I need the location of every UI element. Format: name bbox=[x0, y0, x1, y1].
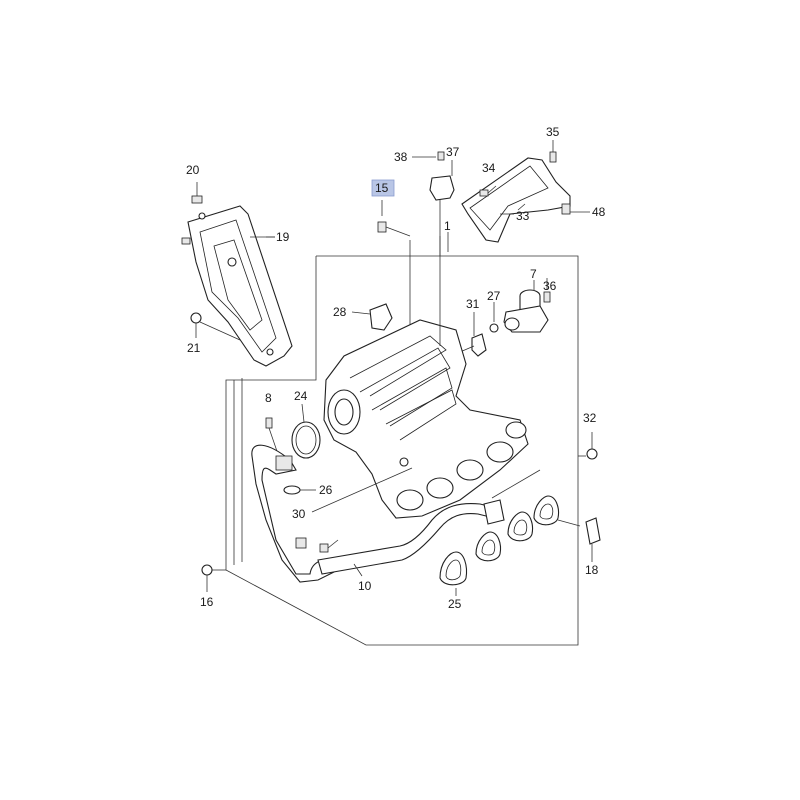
part-10-pipe bbox=[311, 467, 541, 577]
label-8: 8 bbox=[265, 391, 272, 405]
part-1-intake-manifold bbox=[323, 236, 529, 519]
label-20: 20 bbox=[186, 163, 200, 177]
part-28-clip bbox=[351, 303, 393, 331]
label-30: 30 bbox=[292, 507, 306, 521]
label-10: 10 bbox=[358, 579, 372, 593]
part-18-bracket bbox=[585, 517, 601, 562]
label-26: 26 bbox=[319, 483, 333, 497]
label-15: 15 bbox=[375, 181, 389, 195]
part-24-o-ring bbox=[291, 403, 321, 459]
label-16: 16 bbox=[200, 595, 214, 609]
part-labels: 1 7 8 10 15 16 18 19 20 21 24 25 26 27 2… bbox=[186, 125, 606, 611]
label-37: 37 bbox=[446, 145, 460, 159]
label-25: 25 bbox=[448, 597, 462, 611]
label-18: 18 bbox=[585, 563, 599, 577]
part-32-nut bbox=[578, 432, 598, 460]
label-27: 27 bbox=[487, 289, 501, 303]
part-26-ring bbox=[283, 485, 316, 495]
part-37-sensor bbox=[412, 151, 455, 252]
part-7-regulator bbox=[503, 278, 551, 333]
part-33-bracket bbox=[461, 140, 590, 243]
label-24: 24 bbox=[294, 389, 308, 403]
assembly-frame bbox=[225, 255, 579, 646]
part-20-bolt bbox=[191, 182, 203, 204]
leader-lines bbox=[266, 213, 514, 252]
label-28: 28 bbox=[333, 305, 347, 319]
label-7: 7 bbox=[530, 267, 537, 281]
label-19: 19 bbox=[276, 230, 290, 244]
label-38: 38 bbox=[394, 150, 408, 164]
part-27-nut bbox=[489, 302, 499, 333]
label-35: 35 bbox=[546, 125, 560, 139]
label-36: 36 bbox=[543, 279, 557, 293]
part-16-nut bbox=[201, 564, 226, 592]
label-48: 48 bbox=[592, 205, 606, 219]
label-34: 34 bbox=[482, 161, 496, 175]
part-31-bracket bbox=[459, 312, 487, 357]
part-25-gaskets bbox=[439, 495, 581, 596]
label-31: 31 bbox=[466, 297, 480, 311]
part-21-nut bbox=[190, 312, 241, 341]
part-19-bracket bbox=[181, 205, 293, 367]
label-33: 33 bbox=[516, 209, 530, 223]
label-32: 32 bbox=[583, 411, 597, 425]
highlight-15 bbox=[371, 179, 395, 197]
label-21: 21 bbox=[187, 341, 201, 355]
label-1: 1 bbox=[444, 219, 451, 233]
